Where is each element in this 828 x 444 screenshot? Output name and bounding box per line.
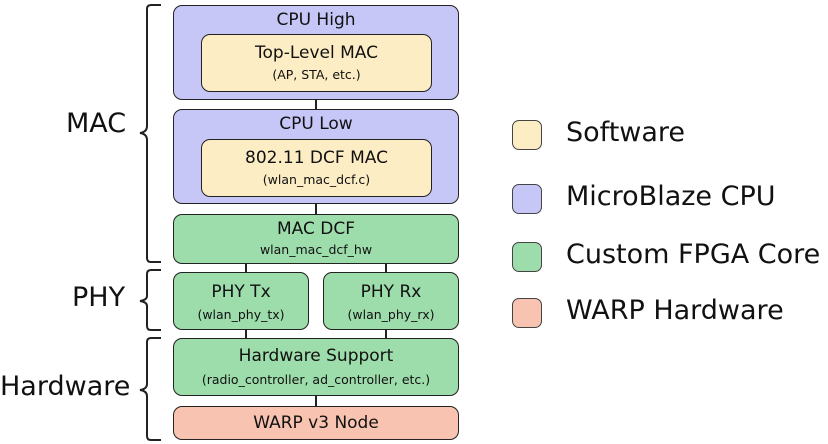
connector-line	[385, 330, 387, 338]
connector-line	[315, 100, 317, 109]
group-label-mac: MAC	[66, 108, 127, 139]
phy-bracket	[139, 269, 161, 331]
dcf-mac-title: 802.11 DCF MAC	[245, 148, 388, 168]
top-level-mac-title: Top-Level MAC	[255, 43, 378, 63]
hardware-bracket	[139, 337, 161, 441]
phy-tx-subtitle: (wlan_phy_tx)	[197, 307, 285, 322]
mac-dcf-title: MAC DCF	[276, 219, 355, 239]
cpu-low-title: CPU Low	[279, 114, 353, 134]
phy-tx-title: PHY Tx	[211, 282, 271, 302]
legend-swatch-software	[512, 120, 542, 150]
legend-swatch-microblaze-cpu	[512, 184, 542, 214]
cpu-high-title: CPU High	[276, 10, 356, 30]
phy-tx-block: PHY Tx (wlan_phy_tx)	[173, 272, 309, 330]
legend-label-custom-fpga-core: Custom FPGA Core	[566, 239, 821, 270]
hardware-support-subtitle: (radio_controller, ad_controller, etc.)	[201, 372, 431, 387]
phy-rx-block: PHY Rx (wlan_phy_rx)	[323, 272, 459, 330]
connector-line	[385, 264, 387, 272]
phy-rx-subtitle: (wlan_phy_rx)	[347, 307, 435, 322]
dcf-mac-block: 802.11 DCF MAC (wlan_mac_dcf.c)	[201, 139, 432, 197]
hardware-support-title: Hardware Support	[238, 346, 394, 366]
mac-dcf-block: MAC DCF wlan_mac_dcf_hw	[173, 214, 459, 264]
legend-label-warp-hardware: WARP Hardware	[566, 295, 784, 326]
legend-swatch-warp-hardware	[512, 298, 542, 328]
phy-rx-title: PHY Rx	[360, 282, 422, 302]
hardware-support-block: Hardware Support (radio_controller, ad_c…	[173, 338, 459, 396]
top-level-mac-block: Top-Level MAC (AP, STA, etc.)	[201, 34, 432, 92]
dcf-mac-subtitle: (wlan_mac_dcf.c)	[262, 172, 371, 187]
mac-bracket	[139, 4, 161, 263]
group-label-phy: PHY	[72, 282, 126, 313]
top-level-mac-subtitle: (AP, STA, etc.)	[272, 67, 361, 82]
mac-dcf-subtitle: wlan_mac_dcf_hw	[259, 242, 373, 257]
connector-line	[315, 204, 317, 214]
legend-label-microblaze-cpu: MicroBlaze CPU	[566, 181, 776, 212]
warp-node-block: WARP v3 Node	[173, 406, 459, 440]
connector-line	[315, 396, 317, 406]
connector-line	[245, 330, 247, 338]
legend-label-software: Software	[566, 117, 686, 148]
legend-swatch-custom-fpga-core	[512, 242, 542, 272]
warp-node-title: WARP v3 Node	[253, 413, 379, 433]
cpu-low-block: CPU Low 802.11 DCF MAC (wlan_mac_dcf.c)	[173, 109, 459, 204]
connector-line	[245, 264, 247, 272]
cpu-high-block: CPU High Top-Level MAC (AP, STA, etc.)	[173, 5, 459, 100]
group-label-hardware: Hardware	[0, 371, 131, 402]
